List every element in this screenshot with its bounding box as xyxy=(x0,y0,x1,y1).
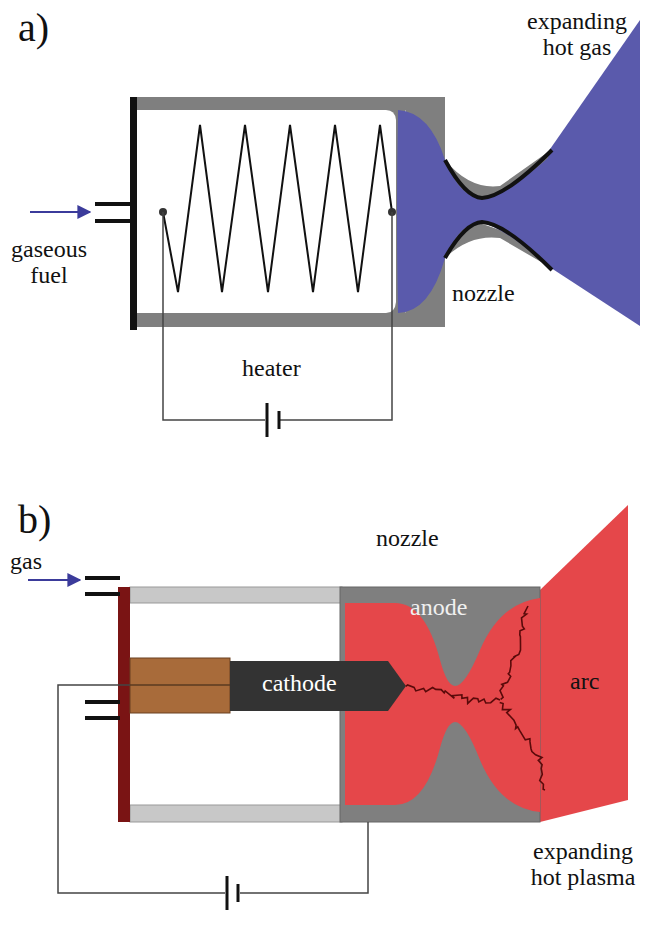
wire xyxy=(58,685,225,893)
plasma-plume xyxy=(540,505,628,822)
panel-label: b) xyxy=(18,498,51,542)
arc-stroke xyxy=(500,703,545,790)
chamber-wall xyxy=(130,587,342,603)
battery-symbol xyxy=(278,411,281,429)
back-plate xyxy=(118,587,130,822)
part-label: gas xyxy=(10,548,42,574)
wire xyxy=(240,822,368,893)
cathode-rod xyxy=(230,661,406,711)
inlet-pipe xyxy=(85,716,120,720)
part-label: expanding hot gas xyxy=(512,8,642,61)
inlet-pipe xyxy=(95,219,133,223)
hot-gas xyxy=(397,110,548,313)
inlet-pipe xyxy=(95,202,133,206)
part-label: heater xyxy=(242,355,301,381)
panel-label: a) xyxy=(18,6,49,50)
part-label: anode xyxy=(410,594,467,620)
end-wall xyxy=(130,97,137,330)
part-label: nozzle xyxy=(452,280,515,306)
gas-plume xyxy=(548,20,640,326)
flow-arrow xyxy=(30,211,90,213)
holder-line xyxy=(130,684,230,686)
part-label: cathode xyxy=(262,670,337,696)
battery-symbol xyxy=(237,884,240,902)
arc-stroke xyxy=(406,685,500,703)
cathode-holder xyxy=(130,658,230,713)
nozzle-contour xyxy=(445,150,552,198)
wire xyxy=(280,212,392,420)
inlet-pipe xyxy=(85,700,120,704)
part-label: nozzle xyxy=(376,525,439,551)
inlet-pipe xyxy=(85,576,120,580)
resistojet xyxy=(30,20,640,437)
heater-coil xyxy=(163,125,392,292)
wire xyxy=(163,212,265,420)
inlet-pipe xyxy=(85,592,120,596)
arc-stroke xyxy=(500,606,528,699)
part-label: arc xyxy=(570,668,599,694)
part-label: gaseous fuel xyxy=(4,236,94,289)
battery-symbol xyxy=(266,403,269,437)
battery-symbol xyxy=(226,876,229,910)
flow-arrow xyxy=(28,579,80,581)
chamber-wall xyxy=(130,805,342,822)
part-label: expanding hot plasma xyxy=(518,838,648,891)
chamber-interior xyxy=(137,110,396,313)
nozzle-contour xyxy=(445,222,552,270)
electric-arc xyxy=(406,606,545,790)
chamber-housing xyxy=(135,97,405,327)
